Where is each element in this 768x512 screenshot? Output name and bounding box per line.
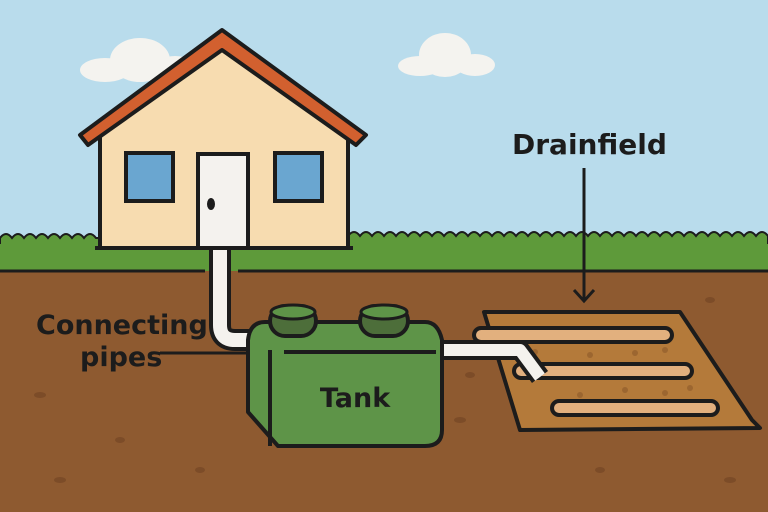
house [78, 28, 368, 250]
cloud-right [398, 33, 495, 77]
drain-pipe-2 [512, 362, 694, 380]
arrow-head-icon [572, 288, 596, 304]
door [196, 152, 250, 250]
roof [78, 28, 368, 147]
connecting-pipes-label-line1: Connecting [36, 310, 208, 341]
window-left [124, 151, 175, 203]
tank-label: Tank [320, 383, 391, 414]
soil-specks [34, 297, 736, 483]
connecting-pipes-label-line2: pipes [80, 342, 162, 373]
window-right [273, 151, 324, 203]
door-knob [207, 198, 215, 210]
outlet-pipe [430, 344, 545, 381]
house-pipe [213, 250, 262, 347]
drain-pipe-3 [550, 399, 720, 417]
septic-tank: Tank [246, 303, 444, 448]
drainfield-label: Drainfield [512, 128, 667, 161]
drainfield [472, 310, 762, 432]
drain-pipe-1 [472, 326, 674, 344]
